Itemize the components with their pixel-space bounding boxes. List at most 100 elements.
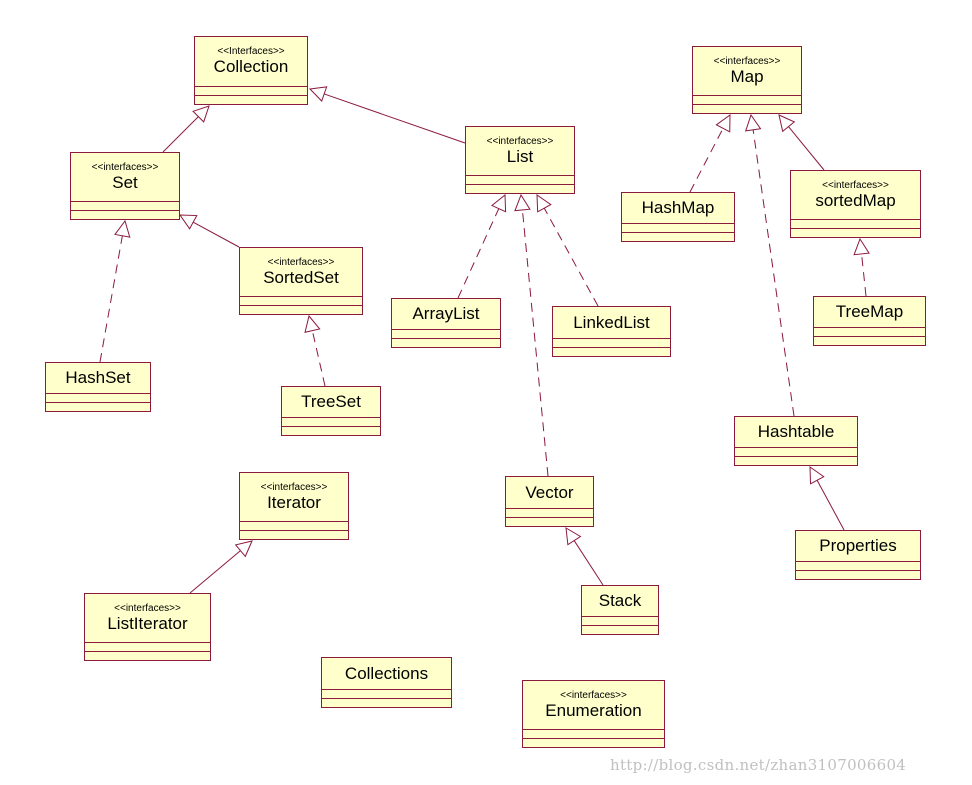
hollow-triangle-arrowhead-linkedlist-to-list (536, 194, 552, 213)
attributes-compartment (392, 330, 500, 338)
hollow-triangle-arrowhead-treeset-to-sortedset (304, 314, 321, 333)
class-name-label: TreeSet (301, 392, 361, 411)
relation-line-arraylist-to-list (457, 208, 500, 299)
class-vector[interactable]: Vector (505, 476, 594, 527)
class-header: Vector (506, 477, 593, 509)
relation-line-treeset-to-sortedset (311, 330, 326, 387)
hollow-triangle-arrowhead-hashmap-to-map (715, 114, 731, 133)
class-name-label: sortedMap (815, 190, 896, 210)
attributes-compartment (195, 87, 307, 95)
relation-line-hashset-to-set (99, 235, 123, 363)
class-header: <<interfaces>> ListIterator (85, 594, 210, 643)
class-name-label: ListIterator (107, 613, 188, 633)
attributes-compartment (85, 643, 210, 651)
relation-line-hashtable-to-map (752, 129, 795, 417)
operations-compartment (814, 336, 925, 345)
operations-compartment (523, 738, 664, 747)
class-collections[interactable]: Collections (321, 657, 452, 708)
attributes-compartment (466, 176, 574, 184)
class-list[interactable]: <<interfaces>> List (465, 126, 575, 194)
class-header: ArrayList (392, 299, 500, 330)
class-name-label: Map (730, 66, 764, 86)
class-name-label: Stack (598, 591, 642, 610)
class-header: TreeMap (814, 297, 925, 328)
class-collection[interactable]: <<Interfaces>> Collection (194, 36, 308, 105)
operations-compartment (392, 338, 500, 347)
attributes-compartment (322, 690, 451, 698)
class-linkedlist[interactable]: LinkedList (552, 306, 671, 357)
class-header: <<interfaces>> Iterator (240, 473, 348, 522)
class-hashset[interactable]: HashSet (45, 362, 151, 412)
operations-compartment (791, 228, 920, 237)
class-name-label: ArrayList (412, 304, 480, 323)
class-treeset[interactable]: TreeSet (281, 386, 381, 436)
class-treemap[interactable]: TreeMap (813, 296, 926, 346)
hollow-triangle-arrowhead-arraylist-to-list (491, 193, 507, 213)
stereotype-label: <<interfaces>> (114, 602, 181, 614)
attributes-compartment (240, 522, 348, 530)
class-map[interactable]: <<interfaces>> Map (692, 46, 802, 114)
hollow-triangle-arrowhead-stack-to-vector (565, 527, 582, 546)
attributes-compartment (622, 224, 734, 232)
class-hashmap[interactable]: HashMap (621, 192, 735, 242)
class-name-label: TreeMap (835, 302, 904, 321)
hollow-triangle-arrowhead-sortedset-to-set (179, 214, 198, 230)
class-properties[interactable]: Properties (795, 530, 921, 580)
class-name-label: SortedSet (263, 267, 339, 287)
attributes-compartment (693, 96, 801, 104)
relation-line-stack-to-vector (573, 540, 604, 586)
stereotype-label: <<interfaces>> (486, 135, 554, 147)
attributes-compartment (71, 202, 179, 210)
relation-line-list-to-collection (324, 93, 466, 144)
operations-compartment (240, 305, 362, 314)
hollow-triangle-arrowhead-vector-to-list (514, 193, 531, 212)
class-name-label: Set (112, 172, 138, 192)
attributes-compartment (735, 448, 857, 456)
class-sortedmap[interactable]: <<interfaces>> sortedMap (790, 170, 921, 238)
class-enumeration[interactable]: <<interfaces>> Enumeration (522, 680, 665, 748)
hollow-triangle-arrowhead-sortedmap-to-map (778, 114, 796, 133)
class-header: <<Interfaces>> Collection (195, 37, 307, 87)
class-set[interactable]: <<interfaces>> Set (70, 152, 180, 220)
attributes-compartment (582, 617, 658, 625)
attributes-compartment (46, 394, 150, 402)
class-sortedset[interactable]: <<interfaces>> SortedSet (239, 247, 363, 315)
relation-line-sortedmap-to-map (788, 126, 825, 171)
stereotype-label: <<interfaces>> (91, 161, 159, 173)
operations-compartment (85, 651, 210, 660)
class-stack[interactable]: Stack (581, 585, 659, 635)
stereotype-label: <<interfaces>> (260, 481, 328, 493)
hollow-triangle-arrowhead-hashset-to-set (114, 219, 131, 238)
hollow-triangle-arrowhead-list-to-collection (308, 86, 328, 102)
class-hashtable[interactable]: Hashtable (734, 416, 858, 466)
class-header: <<interfaces>> Map (693, 47, 801, 96)
class-header: <<interfaces>> sortedMap (791, 171, 920, 220)
class-header: Hashtable (735, 417, 857, 448)
class-header: Stack (582, 586, 658, 617)
operations-compartment (282, 426, 380, 435)
class-listiterator[interactable]: <<interfaces>> ListIterator (84, 593, 211, 661)
class-name-label: Collection (213, 57, 289, 76)
relation-line-linkedlist-to-list (543, 207, 599, 307)
operations-compartment (322, 698, 451, 707)
class-iterator[interactable]: <<interfaces>> Iterator (239, 472, 349, 540)
watermark-text: http://blog.csdn.net/zhan3107006604 (610, 756, 907, 774)
class-header: Properties (796, 531, 920, 562)
attributes-compartment (791, 220, 920, 228)
class-name-label: Properties (819, 536, 897, 555)
attributes-compartment (814, 328, 925, 336)
class-header: <<interfaces>> List (466, 127, 574, 176)
hollow-triangle-arrowhead-treemap-to-sortedmap (853, 237, 870, 256)
class-arraylist[interactable]: ArrayList (391, 298, 501, 348)
operations-compartment (71, 210, 179, 219)
stereotype-label: <<interfaces>> (267, 256, 335, 268)
relation-line-vector-to-list (521, 209, 549, 477)
attributes-compartment (282, 418, 380, 426)
hollow-triangle-arrowhead-listiterator-to-iterator (234, 540, 253, 558)
class-name-label: Hashtable (757, 422, 835, 441)
stereotype-label: <<interfaces>> (560, 689, 627, 701)
stereotype-label: <<interfaces>> (822, 179, 889, 191)
class-header: TreeSet (282, 387, 380, 418)
class-header: <<interfaces>> Set (71, 153, 179, 202)
